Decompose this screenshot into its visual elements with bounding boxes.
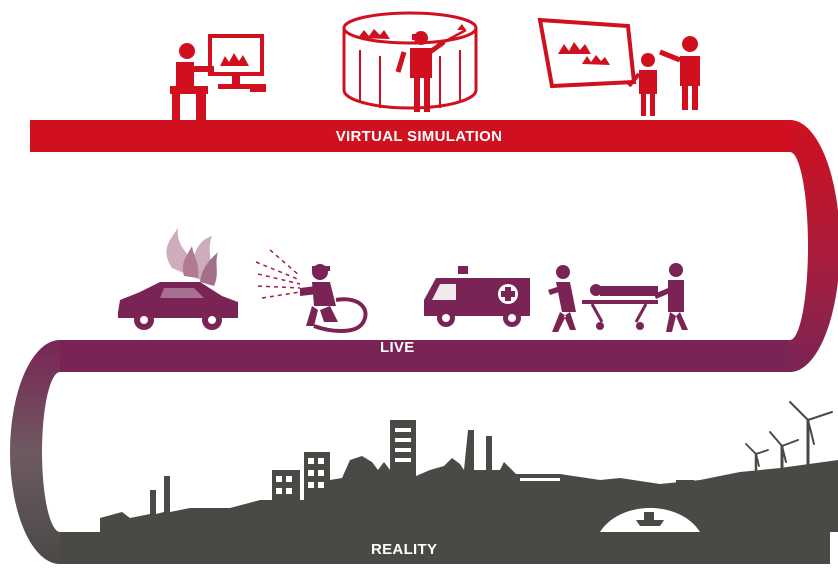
- serpentine-band: [10, 120, 838, 564]
- virtual-simulation-label: VIRTUAL SIMULATION: [335, 128, 503, 145]
- live-label: LIVE: [380, 339, 415, 356]
- wind-turbine-icon: [745, 401, 833, 482]
- live-band: [60, 340, 790, 372]
- vr-headset-person-icon: [342, 11, 478, 112]
- reality-label: REALITY: [371, 541, 438, 558]
- firefighter-hose-icon: [255, 249, 368, 333]
- left-curve: [10, 340, 60, 564]
- bridge-icon: [580, 476, 742, 532]
- burning-car-icon: [118, 228, 238, 330]
- industrial-skyline-icon: [100, 420, 838, 532]
- ambulance-icon: [424, 266, 530, 327]
- reality-band: [60, 532, 830, 564]
- wall-screen-presentation-icon: [537, 17, 700, 116]
- right-curve: [790, 120, 838, 372]
- stretcher-paramedics-icon: [548, 263, 688, 332]
- person-at-computer-icon: [170, 34, 266, 120]
- virtual-band: [30, 120, 790, 152]
